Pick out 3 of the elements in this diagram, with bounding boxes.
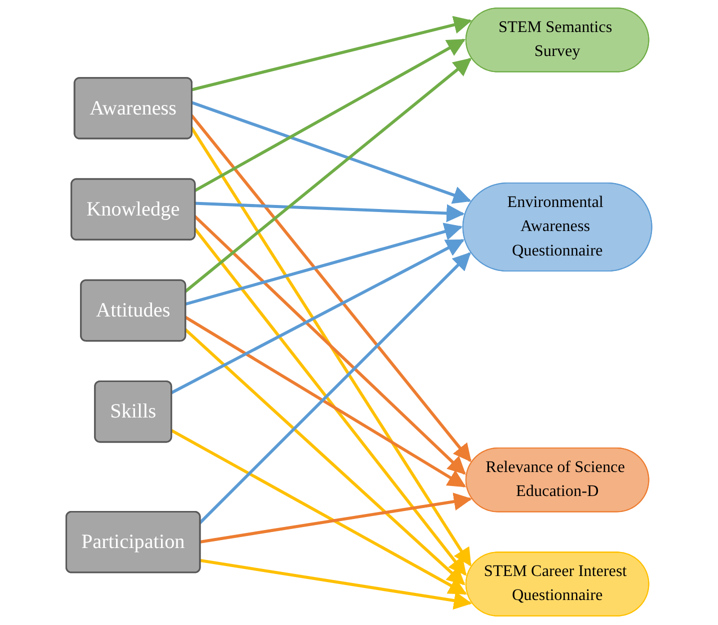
arrow xyxy=(198,558,472,610)
arrow xyxy=(194,202,465,222)
arrow xyxy=(198,492,472,544)
